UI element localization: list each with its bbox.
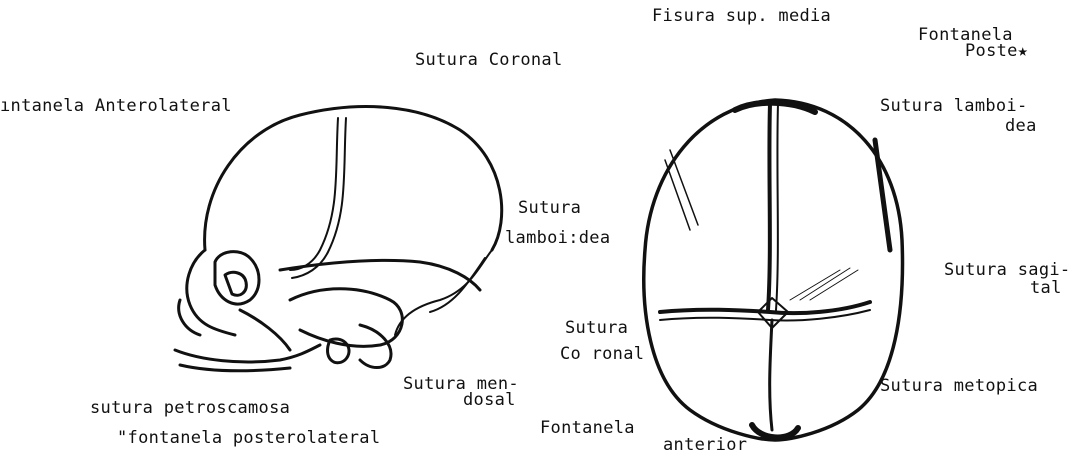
label-sutura-lamboidea-left-line2: lamboi:dea [505,230,610,247]
label-sutura-petroscamosa: sutura petroscamosa [90,400,290,417]
label-sutura-sagital-line1: Sutura sagi- [944,262,1070,279]
label-sutura-mendosal-line2: dosal [463,392,516,409]
label-sutura-sagital-line2: tal [1030,280,1062,297]
superior-skull-drawing [644,100,903,440]
label-fontanela-posterolateral: "fontanela posterolateral [117,430,380,447]
label-fontanela-anterior-line2: anterior [663,437,747,454]
label-sutura-metopica: Sutura metopica [880,378,1038,395]
lateral-vault-outline [205,107,502,250]
label-sutura-lamboidea-right-line2: dea [1005,118,1037,135]
label-fontanela-anterolateral: ıntanela Anterolateral [0,98,232,115]
label-fontanela-anterior-line1: Fontanela [540,420,635,437]
label-sutura-coronal-top: Sutura Coronal [415,52,563,69]
label-fontanela-posterior-line2: Poste★ [965,43,1028,60]
label-fisura-sup-media: Fisura sup. media [652,8,831,25]
label-sutura-coronal-mid-line1: Sutura [565,320,628,337]
label-sutura-coronal-mid-line2: Co ronal [560,346,644,363]
label-sutura-lamboidea-left-line1: Sutura [518,200,581,217]
label-sutura-lamboidea-right-line1: Sutura lamboi- [880,98,1028,115]
